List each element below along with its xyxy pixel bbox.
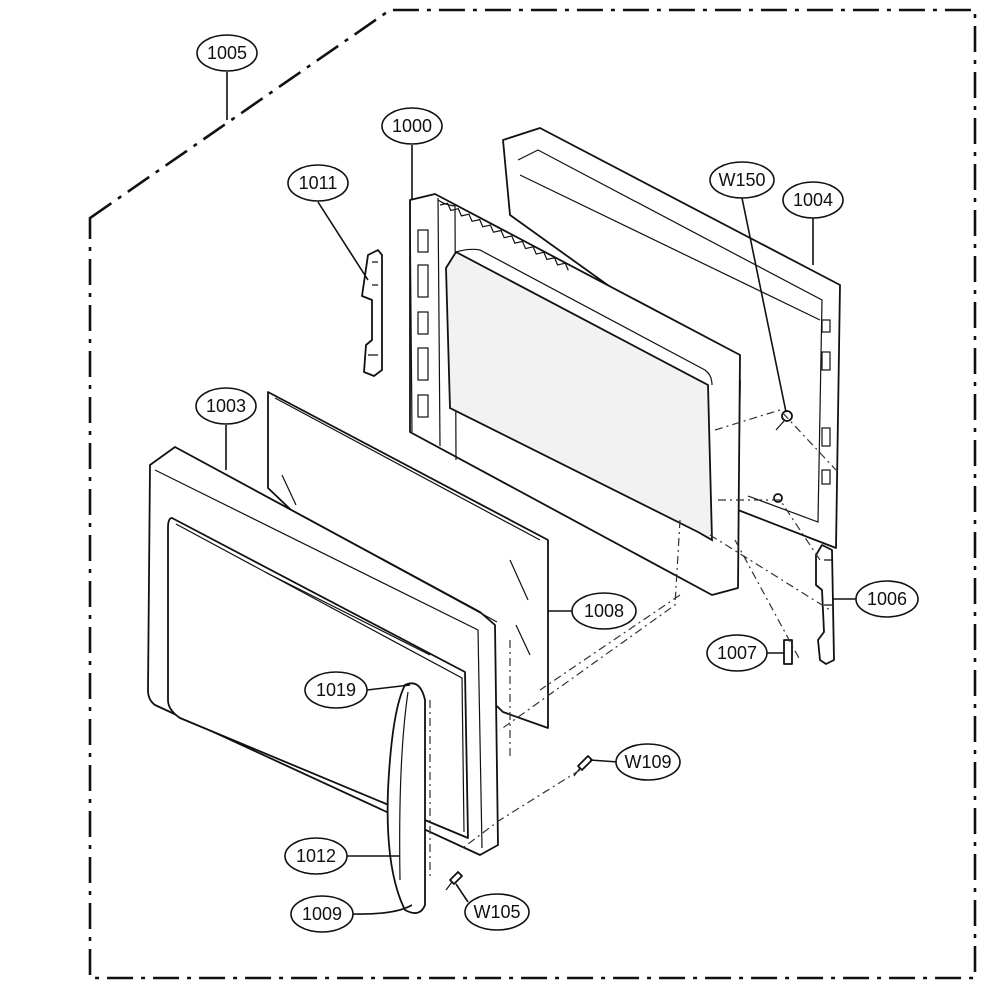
assembly-boundary: [88, 8, 977, 980]
screw-hole: [773, 493, 783, 503]
callout-1004-label: 1004: [793, 190, 833, 210]
callout-1009-label: 1009: [302, 904, 342, 924]
callout-1011: 1011: [287, 164, 349, 202]
callout-1012: 1012: [284, 837, 348, 875]
leader-lines: [225, 72, 856, 915]
callout-1008: 1008: [571, 592, 637, 630]
part-1004-door-frame: [502, 127, 841, 549]
callout-W109-label: W109: [624, 752, 671, 772]
part-1011-bracket: [361, 249, 383, 377]
callout-1005-label: 1005: [207, 43, 247, 63]
callout-1009: 1009: [290, 895, 354, 933]
part-1006-latch: [815, 544, 835, 665]
callout-1003: 1003: [195, 387, 257, 425]
callout-1004: 1004: [782, 181, 844, 219]
callout-W150-label: W150: [718, 170, 765, 190]
callout-1019: 1019: [304, 671, 368, 709]
callout-1003-label: 1003: [206, 396, 246, 416]
callout-1012-label: 1012: [296, 846, 336, 866]
callout-1007: 1007: [706, 634, 768, 672]
callout-W109: W109: [615, 743, 681, 781]
callout-W105: W105: [464, 893, 530, 931]
part-1007-spring: [783, 639, 793, 665]
alignment-lines: [429, 409, 837, 880]
callout-1000: 1000: [381, 107, 443, 145]
callout-W105-label: W105: [473, 902, 520, 922]
callout-1007-label: 1007: [717, 643, 757, 663]
callout-1008-label: 1008: [584, 601, 624, 621]
callout-1000-label: 1000: [392, 116, 432, 136]
part-W109-screw: [573, 755, 593, 777]
callout-1006-label: 1006: [867, 589, 907, 609]
part-W150-screw: [775, 410, 793, 431]
callout-1005: 1005: [196, 34, 258, 72]
callout-1019-label: 1019: [316, 680, 356, 700]
part-W105-screw: [445, 871, 463, 891]
callout-1006: 1006: [855, 580, 919, 618]
callout-W150: W150: [709, 161, 775, 199]
callout-1011-label: 1011: [299, 173, 338, 193]
